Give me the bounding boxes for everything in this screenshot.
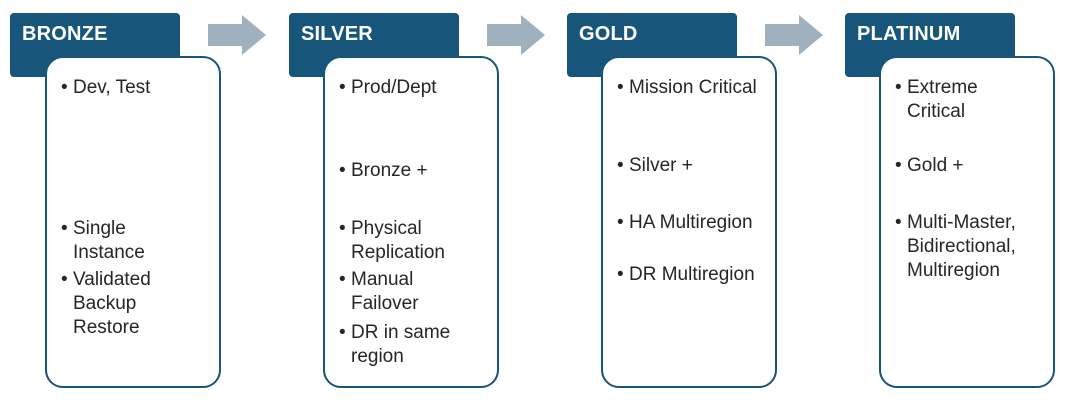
list-item: • Single Instance bbox=[61, 218, 145, 263]
list-item: • Mission Critical bbox=[617, 77, 757, 98]
bullet-icon: • bbox=[61, 269, 68, 290]
bullet-icon: • bbox=[339, 77, 346, 98]
list-item: • Physical Replication bbox=[339, 218, 445, 263]
tier-title: PLATINUM bbox=[857, 23, 961, 45]
tier-title: BRONZE bbox=[22, 23, 108, 45]
tier-card-silver: • Prod/Dept • Bronze + • Physical Replic… bbox=[323, 56, 499, 388]
bullet-icon: • bbox=[617, 77, 624, 98]
list-item: • Multi-Master, Bidirectional, Multiregi… bbox=[895, 212, 1016, 281]
bullet-icon: • bbox=[895, 77, 902, 98]
list-item: • Dev, Test bbox=[61, 77, 151, 98]
list-item: • Gold + bbox=[895, 155, 964, 176]
arrow-right-icon bbox=[765, 15, 823, 55]
bullet-icon: • bbox=[895, 155, 902, 176]
list-item: • DR in same region bbox=[339, 322, 451, 367]
list-item: • Extreme Critical bbox=[895, 77, 978, 122]
list-item: • Validated Backup Restore bbox=[61, 269, 151, 338]
bullet-icon: • bbox=[617, 155, 624, 176]
bullet-icon: • bbox=[617, 264, 624, 285]
list-item: • Prod/Dept bbox=[339, 77, 437, 98]
list-item: • HA Multiregion bbox=[617, 212, 753, 233]
list-item: • Silver + bbox=[617, 155, 693, 176]
tier-title: GOLD bbox=[579, 23, 638, 45]
arrow-right-icon bbox=[208, 15, 266, 55]
bullet-icon: • bbox=[339, 218, 346, 239]
tier-card-gold: • Mission Critical • Silver + • HA Multi… bbox=[601, 56, 777, 388]
list-item: • DR Multiregion bbox=[617, 264, 755, 285]
bullet-icon: • bbox=[339, 160, 346, 181]
bullet-icon: • bbox=[339, 322, 346, 343]
tier-card-bronze: • Dev, Test • Single Instance • Validate… bbox=[45, 56, 221, 388]
tier-card-platinum: • Extreme Critical • Gold + • Multi-Mast… bbox=[879, 56, 1055, 388]
bullet-icon: • bbox=[61, 218, 68, 239]
arrow-right-icon bbox=[487, 15, 545, 55]
bullet-icon: • bbox=[617, 212, 624, 233]
tier-title: SILVER bbox=[301, 23, 373, 45]
bullet-icon: • bbox=[339, 269, 346, 290]
bullet-icon: • bbox=[895, 212, 902, 233]
list-item: • Bronze + bbox=[339, 160, 428, 181]
bullet-icon: • bbox=[61, 77, 68, 98]
list-item: • Manual Failover bbox=[339, 269, 419, 314]
